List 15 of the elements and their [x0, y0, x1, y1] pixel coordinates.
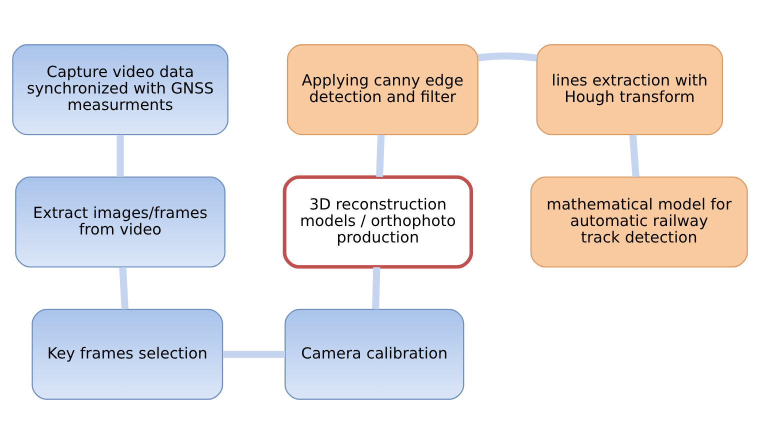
node-box: Camera calibration — [284, 308, 464, 400]
node-box: 3D reconstruction models / orthophoto production — [282, 174, 474, 268]
node-box: Extract images/frames from video — [15, 176, 226, 267]
connector — [222, 350, 286, 358]
connector — [119, 266, 129, 309]
connector — [629, 134, 640, 177]
node-box: Capture video data synchronized with GNSS measurments — [12, 44, 228, 135]
connector — [478, 52, 538, 62]
node-box: mathematical model for automatic railway track detection — [530, 176, 748, 267]
connector — [376, 134, 385, 176]
node-box: lines extraction with Hough transform — [536, 44, 724, 135]
connector — [116, 134, 124, 176]
node-box: Applying canny edge detection and filter — [286, 44, 478, 135]
connector — [372, 266, 380, 309]
node-box: Key frames selection — [32, 308, 224, 400]
